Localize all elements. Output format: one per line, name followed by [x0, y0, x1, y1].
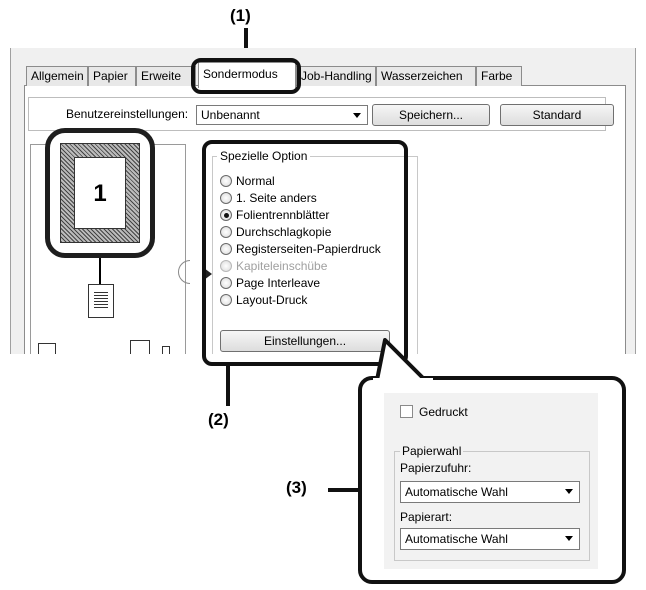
option-label: 1. Seite anders [236, 191, 317, 205]
tab-allgemein[interactable]: Allgemein [26, 66, 88, 86]
highlight-special-option [202, 140, 408, 366]
option-layout-druck[interactable]: Layout-Druck [220, 293, 307, 309]
option-normal[interactable]: Normal [220, 174, 275, 190]
preview-page-number: 1 [74, 157, 126, 229]
option-page-interleave[interactable]: Page Interleave [220, 276, 320, 292]
tab-sondermodus[interactable]: Sondermodus [198, 62, 296, 88]
callout-3-line [328, 488, 362, 492]
user-settings-value: Unbenannt [201, 108, 260, 122]
option-label: Kapiteleinschübe [236, 259, 328, 273]
radio-icon [220, 260, 232, 272]
settings-button[interactable]: Einstellungen... [220, 330, 390, 352]
tab-job-handling-label: Job-Handling [301, 69, 372, 83]
radio-icon [220, 243, 232, 255]
option-label: Folientrennblätter [236, 208, 330, 222]
radio-icon [220, 277, 232, 289]
paper-selection-group [394, 451, 590, 561]
special-option-legend: Spezielle Option [217, 149, 311, 163]
option-label: Page Interleave [236, 276, 321, 290]
tab-wasserzeichen[interactable]: Wasserzeichen [376, 66, 476, 86]
paper-type-label: Papierart: [400, 510, 453, 524]
printed-checkbox[interactable] [400, 405, 413, 418]
option-registerseiten[interactable]: Registerseiten-Papierdruck [220, 242, 381, 258]
option-label: Durchschlagkopie [236, 225, 332, 239]
transparency-sheet-icon [88, 284, 114, 318]
save-button[interactable]: Speichern... [372, 104, 490, 126]
radio-icon [220, 294, 232, 306]
paper-type-value: Automatische Wahl [405, 532, 508, 546]
radio-icon [220, 175, 232, 187]
user-settings-select[interactable]: Unbenannt [196, 105, 368, 125]
paper-source-value: Automatische Wahl [405, 485, 508, 499]
callout-1-label: (1) [230, 6, 251, 25]
special-option-group [212, 156, 418, 354]
tab-erweitert[interactable]: Erweite [136, 66, 196, 86]
option-folientrennblaetter[interactable]: Folientrennblätter [220, 208, 329, 224]
paper-type-select[interactable]: Automatische Wahl [400, 528, 580, 550]
default-button[interactable]: Standard [500, 104, 614, 126]
highlight-sondermodus-tab [191, 58, 301, 94]
callout-2-line [226, 366, 230, 406]
option-durchschlagkopie[interactable]: Durchschlagkopie [220, 225, 331, 241]
option-label: Normal [236, 174, 275, 188]
tab-papier[interactable]: Papier [88, 66, 136, 86]
paper-source-label: Papierzufuhr: [400, 461, 472, 475]
document-stack-icon [38, 343, 56, 354]
preview-connector-line [99, 258, 101, 284]
option-kapiteleinschuebe: Kapiteleinschübe [220, 259, 327, 275]
radio-icon [220, 192, 232, 204]
chevron-down-icon [353, 113, 361, 118]
tab-job-handling[interactable]: Job-Handling [296, 66, 376, 86]
option-erste-seite-anders[interactable]: 1. Seite anders [220, 191, 317, 207]
chevron-down-icon [565, 489, 573, 494]
printed-label: Gedruckt [419, 405, 468, 419]
chevron-down-icon [565, 536, 573, 541]
option-label: Registerseiten-Papierdruck [236, 242, 381, 256]
arrow-right-icon [204, 268, 212, 280]
paper-selection-legend: Papierwahl [400, 444, 464, 458]
radio-checked-icon [220, 209, 232, 221]
radio-icon [220, 226, 232, 238]
callout-1-line [244, 28, 248, 58]
callout-2-label: (2) [208, 410, 229, 429]
document-pages-icon [130, 340, 150, 354]
small-page-icon [162, 346, 170, 354]
user-settings-label: Benutzereinstellungen: [66, 107, 189, 121]
zoom-pointer-icon [373, 338, 433, 384]
callout-3-label: (3) [286, 478, 307, 497]
option-label: Layout-Druck [236, 293, 308, 307]
paper-source-select[interactable]: Automatische Wahl [400, 481, 580, 503]
tab-farbe[interactable]: Farbe [476, 66, 522, 86]
